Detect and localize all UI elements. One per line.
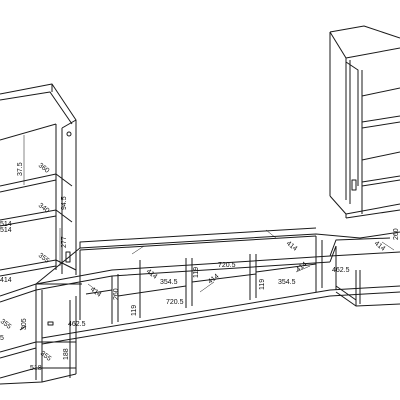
- dim-label: 305: [21, 318, 28, 330]
- dim-label: 514: [0, 221, 12, 228]
- dim-label: 514: [0, 227, 12, 234]
- dim-label: 414: [0, 277, 12, 284]
- left-wall-cabinet: [0, 83, 77, 277]
- right-tall-cabinet: [329, 25, 400, 219]
- dim-label: 355: [39, 350, 53, 363]
- dim-label: 720.5: [166, 299, 184, 306]
- dim-label: 518: [30, 365, 42, 372]
- dim-label: 414: [285, 240, 299, 253]
- dim-label: 462.5: [68, 321, 86, 328]
- dim-label: 277: [61, 236, 68, 248]
- dim-label: 414: [295, 261, 309, 274]
- dim-label: 462.5: [332, 267, 350, 274]
- dim-label: 354.5: [278, 279, 296, 286]
- dim-label: 720.5: [218, 262, 236, 269]
- dim-label: 119: [193, 267, 200, 278]
- dim-label: 119: [131, 305, 138, 316]
- dim-label: 414: [373, 240, 387, 253]
- dim-label: 188: [63, 348, 70, 360]
- tv-unit: [35, 227, 400, 345]
- dim-label: 94.5: [61, 196, 68, 210]
- dim-label: 37.5: [17, 162, 24, 176]
- dim-label: 414: [89, 286, 103, 299]
- dim-label: 354.5: [160, 279, 178, 286]
- dim-label: 414: [145, 268, 159, 281]
- dim-label: 360: [37, 162, 51, 175]
- dim-label: 260: [113, 288, 120, 300]
- dim-label: 119: [259, 279, 266, 290]
- dim-label: 260: [393, 228, 400, 240]
- dim-label: 414: [207, 273, 221, 286]
- dim-label: 5: [0, 335, 4, 342]
- dim-label: 355: [0, 318, 12, 331]
